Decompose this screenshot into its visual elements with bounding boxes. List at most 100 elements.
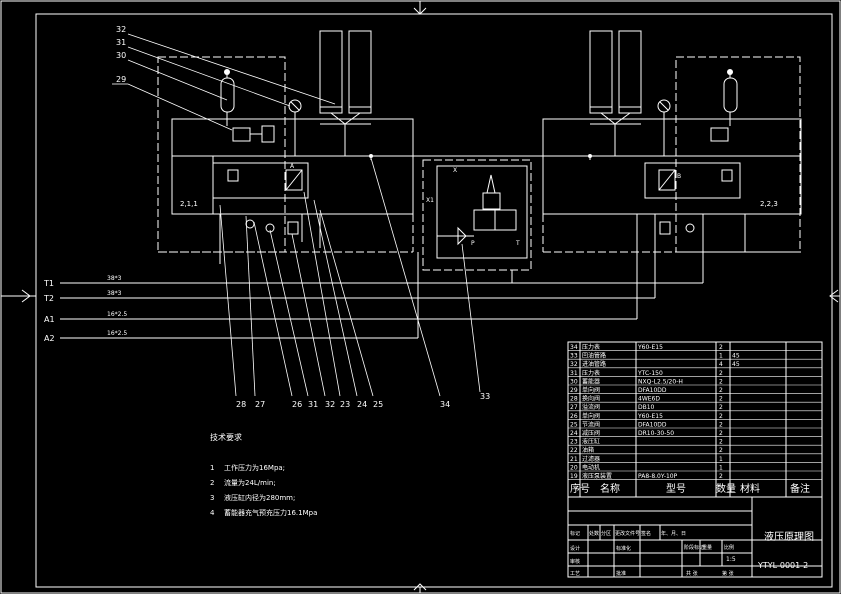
bom-row-qty: 2 xyxy=(719,396,723,403)
bom-header-name: 名称 xyxy=(600,482,620,495)
title-row-label-4: 签名 xyxy=(641,530,651,537)
bom-row-qty: 2 xyxy=(719,421,723,428)
title-check-review: 审核 xyxy=(570,558,580,565)
port-t2: T2 xyxy=(43,294,54,303)
callout-label-32-4: 32 xyxy=(325,400,335,409)
callout-label-26-2: 26 xyxy=(292,400,302,409)
bom-row-qty: 2 xyxy=(719,439,723,446)
left-relief-valve xyxy=(285,169,303,191)
bom-row-qty: 2 xyxy=(719,447,723,454)
bom-row-num: 23 xyxy=(570,439,578,446)
title-sheet-total: 共 张 xyxy=(686,570,698,577)
inner-frame xyxy=(35,13,833,588)
tech-req-num-3: 3 xyxy=(210,494,214,502)
bom-row-name: 压力表 xyxy=(582,369,600,377)
title-sheet-index: 第 张 xyxy=(722,570,734,577)
title-check-approve: 批准 xyxy=(616,570,626,577)
bom-row-model: Y60-E15 xyxy=(637,413,663,420)
bom-row-num: 32 xyxy=(570,361,578,368)
callout-label-28-0: 28 xyxy=(236,400,246,409)
bom-row-note: 45 xyxy=(732,361,740,368)
bom-row-num: 24 xyxy=(570,430,578,437)
callout-label-33-9: 33 xyxy=(480,392,490,401)
bom-row-model: DFA10DD xyxy=(638,387,667,394)
port-a1: A1 xyxy=(44,315,55,324)
leader-lines xyxy=(112,33,481,397)
bom-row-name: 单向阀 xyxy=(582,412,600,420)
bom-row-name: 液压泵装置 xyxy=(582,472,612,480)
tech-req-num-1: 1 xyxy=(210,464,214,472)
callout-label-23-5: 23 xyxy=(340,400,350,409)
port-p: P xyxy=(471,240,475,247)
bom-row-name: 单向阀 xyxy=(582,386,600,394)
port-x1: X1 xyxy=(426,197,434,204)
bom-row-num: 20 xyxy=(570,464,578,471)
bom-row-name: 蓄能器 xyxy=(582,377,600,385)
callout-label-30: 30 xyxy=(116,51,126,60)
title-row-label-5: 年、月、日 xyxy=(661,530,686,537)
title-check-process: 工艺 xyxy=(570,571,580,577)
bom-row-name: 电动机 xyxy=(582,463,600,471)
port-spec-a1: 16*2.5 xyxy=(107,311,127,318)
callout-label-31: 31 xyxy=(116,38,126,47)
port-b: B xyxy=(677,173,681,180)
bom-header-material: 材料 xyxy=(740,482,760,495)
port-spec-a2: 16*2.5 xyxy=(107,330,127,337)
title-stage-scale: 比例 xyxy=(724,544,734,551)
drawing-title: 液压原理图 xyxy=(764,530,814,543)
port-spec-t2: 38*3 xyxy=(107,290,122,297)
tech-req-num-4: 4 xyxy=(210,509,215,517)
bom-row-num: 27 xyxy=(570,404,578,411)
callout-label-34-8: 34 xyxy=(440,400,450,409)
port-a2: A2 xyxy=(44,334,55,343)
bom-row-num: 19 xyxy=(570,473,578,480)
bom-row-name: 换向阀 xyxy=(582,395,600,403)
right-accumulator xyxy=(723,72,738,126)
right-relief-valve xyxy=(658,169,676,191)
bom-row-qty: 2 xyxy=(719,473,723,480)
title-stage-mark: 阶段标记 xyxy=(684,544,704,551)
tech-req-item-2: 流量为24L/min; xyxy=(224,478,276,487)
bom-row-qty: 2 xyxy=(719,404,723,411)
bom-row-num: 21 xyxy=(570,456,578,463)
bom-header-num: 序号 xyxy=(570,482,590,495)
title-block-lines xyxy=(567,496,823,578)
bom-row-num: 31 xyxy=(570,370,578,377)
right-station xyxy=(675,56,801,253)
bom-row-num: 34 xyxy=(570,344,578,351)
title-sign-standard: 标准化 xyxy=(616,545,631,552)
bom-row-note: 45 xyxy=(732,353,740,360)
bom-row-model: 4WE6D xyxy=(638,396,660,403)
title-block-small-labels: 标记处数分区更改文件号签名年、月、日设计标准化审核工艺批准阶段标记重量比例1:5… xyxy=(570,530,736,577)
title-row-label-1: 处数 xyxy=(589,530,599,537)
bom-row-num: 30 xyxy=(570,378,578,385)
bom-row-name: 溢流阀 xyxy=(582,403,600,411)
bom-row-num: 28 xyxy=(570,396,578,403)
tech-req-title: 技术要求 xyxy=(210,432,242,442)
right-block-label: 2,2,3 xyxy=(760,200,778,208)
bom-row-qty: 1 xyxy=(719,464,723,471)
bom-row-qty: 2 xyxy=(719,378,723,385)
bom-header: 序号 名称 型号 数量 材料 备注 xyxy=(570,482,810,495)
left-accumulator xyxy=(220,72,235,126)
junction-dots xyxy=(224,69,733,158)
drawing-code: YTYL-0001-2 xyxy=(757,561,808,570)
title-scale-value: 1:5 xyxy=(726,556,736,563)
title-row-label-0: 标记 xyxy=(570,530,580,537)
bom-row-num: 26 xyxy=(570,413,578,420)
left-top-valve xyxy=(232,127,251,142)
bom-row-qty: 1 xyxy=(719,456,723,463)
bom-row-name: 压力表 xyxy=(582,343,600,351)
title-row-label-3: 更改文件号 xyxy=(615,530,640,537)
bom-row-model: NXQ-L2.5/20-H xyxy=(638,378,683,385)
tech-req-item-4: 蓄能器充气预充压力16.1Mpa xyxy=(224,508,317,517)
bom-row-qty: 4 xyxy=(719,361,723,368)
left-block-label: 2,1,1 xyxy=(180,200,198,208)
bom-row-name: 油箱 xyxy=(582,446,594,454)
